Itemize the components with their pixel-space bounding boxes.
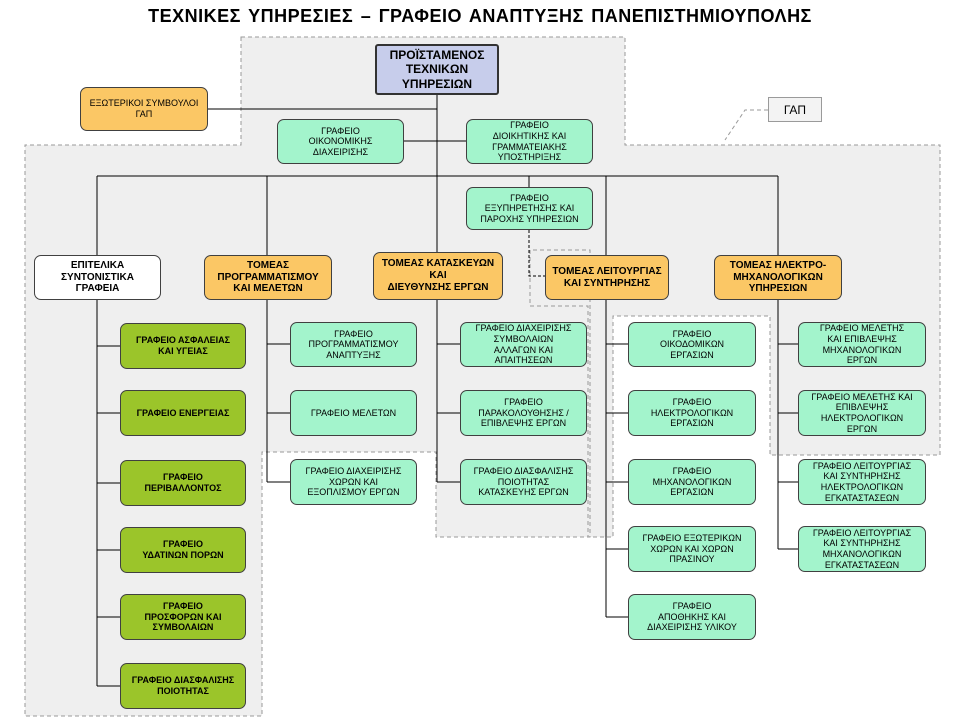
office-box[interactable]: ΓΡΑΦΕΙΟ ΕΞΩΤΕΡΙΚΩΝ ΧΩΡΩΝ ΚΑΙ ΧΩΡΩΝ ΠΡΑΣΙ… <box>628 526 756 572</box>
office-box[interactable]: ΓΡΑΦΕΙΟ ΑΠΟΘΗΚΗΣ ΚΑΙ ΔΙΑΧΕΙΡΙΣΗΣ ΥΛΙΚΟΥ <box>628 594 756 640</box>
gap-region <box>24 36 941 717</box>
office-box[interactable]: ΓΡΑΦΕΙΟ ΔΙΑΣΦΑΛΙΣΗΣ ΠΟΙΟΤΗΤΑΣ ΚΑΤΑΣΚΕΥΗΣ… <box>460 459 587 505</box>
sector-planning[interactable]: ΤΟΜΕΑΣ ΠΡΟΓΡΑΜΜΑΤΙΣΜΟΥ ΚΑΙ ΜΕΛΕΤΩΝ <box>204 255 332 300</box>
external-advisors-box[interactable]: ΕΞΩΤΕΡΙΚΟΙ ΣΥΜΒΟΥΛΟΙ ΓΑΠ <box>80 87 208 131</box>
sector-electromech[interactable]: ΤΟΜΕΑΣ ΗΛΕΚΤΡΟ- ΜΗΧΑΝΟΛΟΓΙΚΩΝ ΥΠΗΡΕΣΙΩΝ <box>714 255 842 300</box>
office-box[interactable]: ΓΡΑΦΕΙΟ ΜΗΧΑΝΟΛΟΓΙΚΩΝ ΕΡΓΑΣΙΩΝ <box>628 459 756 505</box>
service-dashed-link <box>528 230 545 277</box>
office-box[interactable]: ΓΡΑΦΕΙΟ ΗΛΕΚΤΡΟΛΟΓΙΚΩΝ ΕΡΓΑΣΙΩΝ <box>628 390 756 436</box>
office-box[interactable]: ΓΡΑΦΕΙΟ ΜΕΛΕΤΗΣ ΚΑΙ ΕΠΙΒΛΕΨΗΣ ΜΗΧΑΝΟΛΟΓΙ… <box>798 322 926 367</box>
gap-label: ΓΑΠ <box>768 97 822 122</box>
sector-construction[interactable]: ΤΟΜΕΑΣ ΚΑΤΑΣΚΕΥΩΝ ΚΑΙ ΔΙΕΥΘΥΝΣΗΣ ΕΡΓΩΝ <box>373 252 503 300</box>
office-box[interactable]: ΓΡΑΦΕΙΟ ΛΕΙΤΟΥΡΓΙΑΣ ΚΑΙ ΣΥΝΤΗΡΗΣΗΣ ΜΗΧΑΝ… <box>798 526 926 572</box>
admin-office-box[interactable]: ΓΡΑΦΕΙΟ ΔΙΟΙΚΗΤΙΚΗΣ ΚΑΙ ΓΡΑΜΜΑΤΕΙΑΚΗΣ ΥΠ… <box>466 119 593 164</box>
gap-pointer <box>724 109 768 141</box>
office-box[interactable]: ΓΡΑΦΕΙΟ ΜΕΛΕΤΩΝ <box>290 390 417 436</box>
sector-operations[interactable]: ΤΟΜΕΑΣ ΛΕΙΤΟΥΡΓΙΑΣ ΚΑΙ ΣΥΝΤΗΡΗΣΗΣ <box>545 255 669 300</box>
head-box[interactable]: ΠΡΟΪΣΤΑΜΕΝΟΣ ΤΕΧΝΙΚΩΝ ΥΠΗΡΕΣΙΩΝ <box>375 44 499 95</box>
office-box[interactable]: ΓΡΑΦΕΙΟ ΥΔΑΤΙΝΩΝ ΠΟΡΩΝ <box>120 527 246 573</box>
office-box[interactable]: ΓΡΑΦΕΙΟ ΔΙΑΣΦΑΛΙΣΗΣ ΠΟΙΟΤΗΤΑΣ <box>120 663 246 709</box>
office-box[interactable]: ΓΡΑΦΕΙΟ ΠΕΡΙΒΑΛΛΟΝΤΟΣ <box>120 460 246 506</box>
office-box[interactable]: ΓΡΑΦΕΙΟ ΔΙΑΧΕΙΡΙΣΗΣ ΧΩΡΩΝ ΚΑΙ ΕΞΟΠΛΙΣΜΟΥ… <box>290 459 417 505</box>
sector-staff[interactable]: ΕΠΙΤΕΛΙΚΑ ΣΥΝΤΟΝΙΣΤΙΚΑ ΓΡΑΦΕΙΑ <box>34 255 161 300</box>
office-box[interactable]: ΓΡΑΦΕΙΟ ΔΙΑΧΕΙΡΙΣΗΣ ΣΥΜΒΟΛΑΙΩΝ ΑΛΛΑΓΩΝ Κ… <box>460 322 587 367</box>
office-box[interactable]: ΓΡΑΦΕΙΟ ΠΡΟΣΦΟΡΩΝ ΚΑΙ ΣΥΜΒΟΛΑΙΩΝ <box>120 594 246 640</box>
office-box[interactable]: ΓΡΑΦΕΙΟ ΟΙΚΟΔΟΜΙΚΩΝ ΕΡΓΑΣΙΩΝ <box>628 322 756 367</box>
office-box[interactable]: ΓΡΑΦΕΙΟ ΠΑΡΑΚΟΛΟΥΘΗΣΗΣ / ΕΠΙΒΛΕΨΗΣ ΕΡΓΩΝ <box>460 390 587 436</box>
office-box[interactable]: ΓΡΑΦΕΙΟ ΠΡΟΓΡΑΜΜΑΤΙΣΜΟΥ ΑΝΑΠΤΥΞΗΣ <box>290 322 417 367</box>
finance-office-box[interactable]: ΓΡΑΦΕΙΟ ΟΙΚΟΝΟΜΙΚΗΣ ΔΙΑΧΕΙΡΙΣΗΣ <box>277 119 404 164</box>
diagram-title: ΤΕΧΝΙΚΕΣ ΥΠΗΡΕΣΙΕΣ – ΓΡΑΦΕΙΟ ΑΝΑΠΤΥΞΗΣ Π… <box>148 6 812 26</box>
office-box[interactable]: ΓΡΑΦΕΙΟ ΑΣΦΑΛΕΙΑΣ ΚΑΙ ΥΓΕΙΑΣ <box>120 323 246 369</box>
service-office-box[interactable]: ΓΡΑΦΕΙΟ ΕΞΥΠΗΡΕΤΗΣΗΣ ΚΑΙ ΠΑΡΟΧΗΣ ΥΠΗΡΕΣΙ… <box>466 187 593 230</box>
office-box[interactable]: ΓΡΑΦΕΙΟ ΜΕΛΕΤΗΣ ΚΑΙ ΕΠΙΒΛΕΨΗΣ ΗΛΕΚΤΡΟΛΟΓ… <box>798 390 926 436</box>
office-box[interactable]: ΓΡΑΦΕΙΟ ΕΝΕΡΓΕΙΑΣ <box>120 390 246 436</box>
office-box[interactable]: ΓΡΑΦΕΙΟ ΛΕΙΤΟΥΡΓΙΑΣ ΚΑΙ ΣΥΝΤΗΡΗΣΗΣ ΗΛΕΚΤ… <box>798 459 926 505</box>
